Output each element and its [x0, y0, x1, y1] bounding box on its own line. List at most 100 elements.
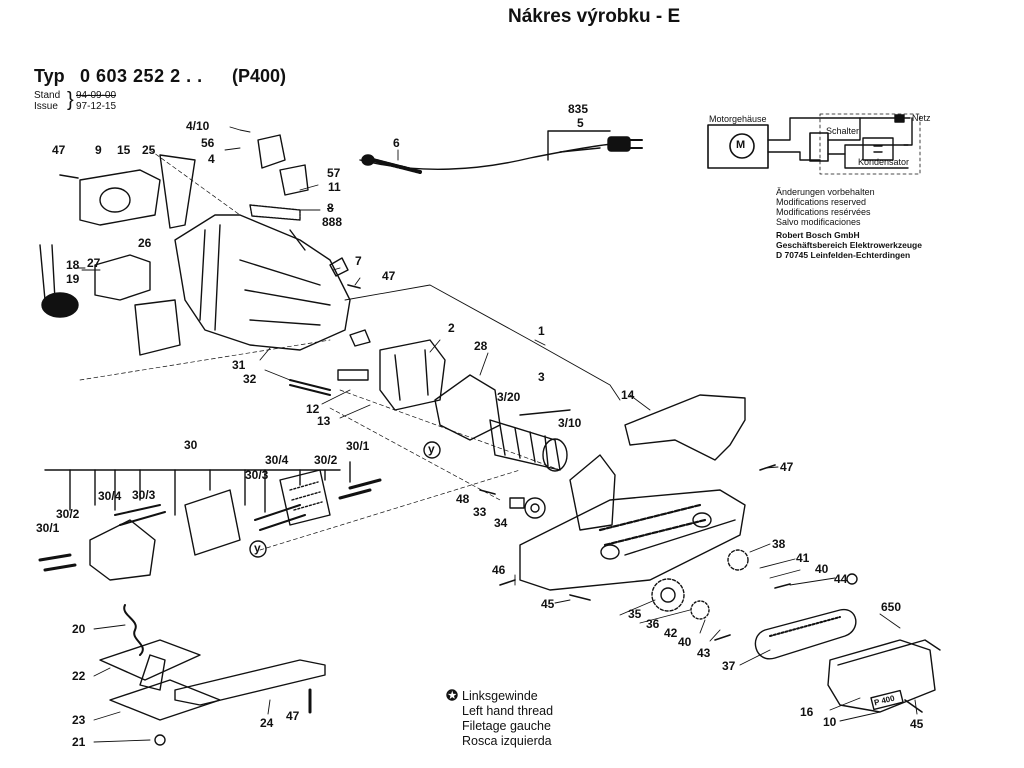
part-label: 42: [664, 626, 678, 640]
part-label: 6: [393, 136, 400, 150]
marker-y: y: [254, 541, 261, 555]
part-label: 25: [142, 143, 156, 157]
part-label: 44: [834, 572, 848, 586]
thread-legend-fr: Filetage gauche: [462, 719, 551, 733]
thread-legend-en: Left hand thread: [462, 704, 554, 718]
issue-date: 97-12-15: [76, 101, 117, 112]
base-plate: [174, 659, 326, 706]
main-housing: [519, 454, 746, 591]
part-label: 31: [232, 358, 246, 372]
wiring-capacitor-label: Kondensator: [858, 157, 910, 167]
wiring-motor-label: Motorgehäuse: [709, 114, 767, 124]
part-label: 24: [260, 716, 274, 730]
part-label: 650: [881, 600, 902, 614]
part-label: 28: [474, 339, 488, 353]
company-address: D 70745 Leinfelden-Echterdingen: [776, 250, 911, 260]
blade-assembly: [38, 461, 382, 581]
cable-plug: [359, 130, 643, 174]
left-thread-marker: [846, 573, 858, 585]
part-label: 4/10: [186, 119, 210, 133]
part-label: 47: [780, 460, 794, 474]
modifications-note-en: Modifications reserved: [776, 197, 867, 207]
part-label: 8: [327, 201, 334, 215]
part-label: 21: [72, 735, 86, 749]
handle-housing: [39, 134, 351, 356]
part-label: 57: [327, 166, 341, 180]
thread-legend-es: Rosca izquierda: [462, 734, 552, 748]
part-label: 34: [494, 516, 508, 530]
part-label: 22: [72, 669, 86, 683]
part-label: 47: [286, 709, 300, 723]
part-label: 36: [646, 617, 660, 631]
part-label: 26: [138, 236, 152, 250]
part-label: 41: [796, 551, 810, 565]
part-label: 12: [306, 402, 320, 416]
part-label: 30/1: [346, 439, 370, 453]
part-label: 27: [87, 256, 101, 270]
part-label: 35: [628, 607, 642, 621]
part-label: 56: [201, 136, 215, 150]
armature: [489, 409, 571, 472]
part-label: 30/2: [56, 507, 80, 521]
part-label: 19: [66, 272, 80, 286]
company-division: Geschäftsbereich Elektrowerkzeuge: [776, 240, 922, 250]
part-label: 45: [541, 597, 555, 611]
legend-thread-circle: [446, 689, 458, 701]
part-label: 5: [577, 116, 584, 130]
part-label: 11: [328, 180, 341, 194]
gears: [509, 497, 749, 620]
left-thread-icon: ✪: [447, 689, 458, 703]
part-label: 14: [621, 388, 635, 402]
fan-plate: [434, 374, 501, 441]
part-label: 40: [815, 562, 829, 576]
part-label: 3/10: [558, 416, 582, 430]
modifications-note-es: Salvo modificaciones: [776, 217, 861, 227]
part-label: 40: [678, 635, 692, 649]
stand-label: Stand: [34, 90, 61, 101]
part-label: 3: [538, 370, 545, 384]
marker-y: y: [428, 442, 435, 456]
part-label: 2: [448, 321, 455, 335]
issue-label: Issue: [34, 101, 58, 112]
part-label: 4: [208, 152, 215, 166]
part-label: 3/20: [497, 390, 521, 404]
marker-y-circle-2: [249, 540, 267, 558]
part-label: 38: [772, 537, 786, 551]
motor-symbol: M: [736, 139, 746, 151]
part-label: 37: [722, 659, 736, 673]
marker-y-circle-1: [423, 441, 441, 459]
part-label: 30/4: [98, 489, 122, 503]
type-label: Typ: [34, 66, 65, 86]
part-label: 43: [697, 646, 711, 660]
wiring-switch-label: Schalter: [826, 126, 860, 136]
part-label: 23: [72, 713, 86, 727]
part-label: 15: [117, 143, 131, 157]
part-label: 47: [382, 269, 396, 283]
part-label: 47: [52, 143, 66, 157]
part-label: 888: [322, 215, 343, 229]
part-label: 30/2: [314, 453, 338, 467]
stand-date: 94-09-00: [76, 90, 117, 101]
part-label: 13: [317, 414, 331, 428]
part-label: 33: [473, 505, 487, 519]
page-title: Nákres výrobku - E: [508, 6, 681, 27]
part-label: 16: [800, 705, 814, 719]
thread-legend-de: Linksgewinde: [462, 689, 538, 703]
part-label: 48: [456, 492, 470, 506]
part-label: 835: [568, 102, 589, 116]
part-label: 20: [72, 622, 86, 636]
modifications-note-de: Änderungen vorbehalten: [776, 187, 875, 197]
part-label: 18: [66, 258, 80, 272]
type-number: 0 603 252 2 . .: [80, 66, 203, 86]
leader-lines: [74, 126, 918, 743]
part-label: 30/4: [265, 453, 289, 467]
drive-belt: [754, 609, 857, 660]
part-label: 10: [823, 715, 837, 729]
wiring-diagram: [707, 113, 921, 175]
depth-adjust: [99, 604, 221, 746]
company-name: Robert Bosch GmbH: [776, 230, 860, 240]
belt-cover: [624, 394, 746, 461]
brace-glyph: }: [67, 89, 74, 111]
part-label: 30/1: [36, 521, 60, 535]
